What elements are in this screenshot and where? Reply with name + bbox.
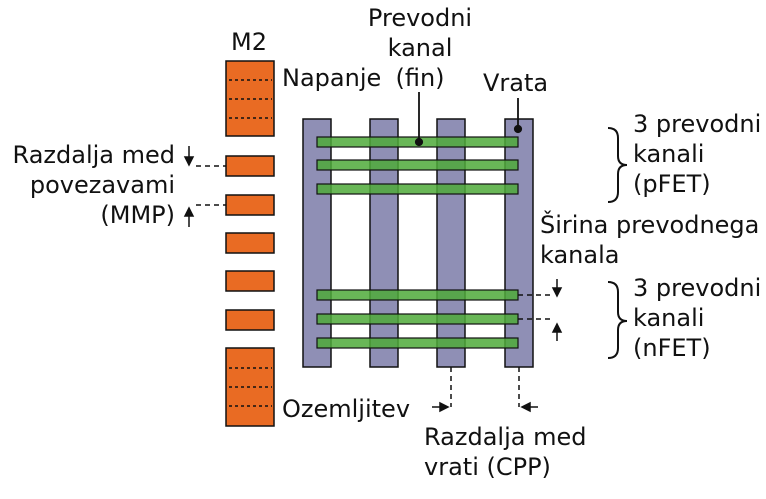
pfet-label-line2: kanali <box>633 140 704 168</box>
m2-line-1 <box>225 155 275 177</box>
cpp-label-line2: vrati (CPP) <box>424 453 551 481</box>
pfet-label-line3: (pFET) <box>633 170 711 198</box>
m2-line-4 <box>225 270 275 292</box>
fin-label-line1: Prevodni <box>368 4 472 32</box>
gate-1 <box>302 118 332 368</box>
pfet-brace <box>607 127 628 203</box>
fin-pfet-2 <box>316 159 519 171</box>
fin-pfet-3 <box>316 183 519 195</box>
cpp-label-line1: Razdalja med <box>424 423 586 451</box>
m2-dotted-lines <box>229 79 272 407</box>
gate-3 <box>436 118 466 368</box>
nfet-label-line1: 3 prevodni <box>633 274 761 302</box>
gates <box>302 118 534 368</box>
vrata-label: Vrata <box>483 69 548 97</box>
fin-label-line2: kanal <box>388 34 453 62</box>
m2-metal-lines <box>225 60 275 427</box>
fin-width-label-line2: kanala <box>540 241 619 269</box>
napanje-label: Napanje <box>282 64 381 92</box>
m2-line-2 <box>225 194 275 216</box>
fin-width-dimension <box>518 279 563 341</box>
mmp-dimension <box>183 146 226 227</box>
fin-nfet-2 <box>316 313 519 325</box>
fin-nfet-3 <box>316 337 519 349</box>
braces <box>607 127 628 359</box>
fin-pointer-dot <box>414 137 424 147</box>
nfet-brace <box>607 281 628 359</box>
pfet-label-line1: 3 prevodni <box>633 110 761 138</box>
m2-label: M2 <box>231 28 267 56</box>
leaders <box>414 92 523 147</box>
mmp-label-line2: povezavami <box>30 171 175 199</box>
m2-line-3 <box>225 232 275 254</box>
nfet-label-line3: (nFET) <box>633 334 711 362</box>
fin-nfet-1 <box>316 289 519 301</box>
gate-2 <box>369 118 399 368</box>
gate-pointer-dot <box>513 124 523 134</box>
ozemljitev-label: Ozemljitev <box>282 395 410 423</box>
mmp-label-line1: Razdalja med <box>13 141 175 169</box>
cpp-dimension <box>432 367 538 413</box>
fin-width-label-line1: Širina prevodnega <box>540 209 759 239</box>
fin-label-line3: (fin) <box>395 64 444 92</box>
fins <box>316 136 519 349</box>
nfet-label-line2: kanali <box>633 304 704 332</box>
m2-line-5 <box>225 309 275 331</box>
gate-4 <box>504 118 534 368</box>
mmp-label-line3: (MMP) <box>100 201 175 229</box>
